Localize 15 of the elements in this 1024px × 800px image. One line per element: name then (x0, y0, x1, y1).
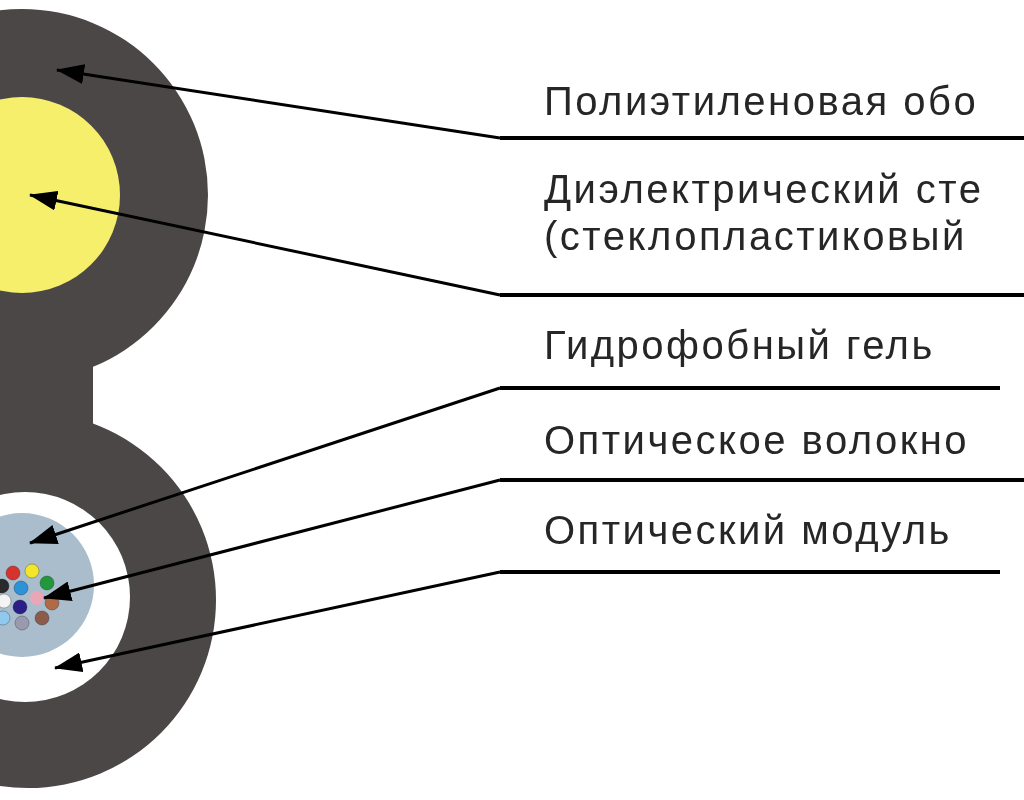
callout-label: Оптическое волокно (500, 417, 1024, 482)
module-tube (0, 492, 130, 702)
leader-line (56, 64, 501, 140)
callout-label: Полиэтиленовая обо (500, 78, 1024, 140)
callout-label: Диэлектрический сте (стеклопластиковый (500, 166, 1024, 297)
leader-line (43, 478, 501, 601)
strength-member-rod (0, 97, 120, 293)
fiber-dot (30, 591, 44, 605)
cable-sheath (0, 9, 216, 789)
callout-label: Оптический модуль (500, 507, 1000, 574)
gel-core (0, 513, 94, 657)
leader-line (29, 190, 501, 297)
leader-line (54, 570, 501, 673)
callout-label: Гидрофобный гель (500, 322, 1000, 390)
leader-line (29, 386, 501, 545)
